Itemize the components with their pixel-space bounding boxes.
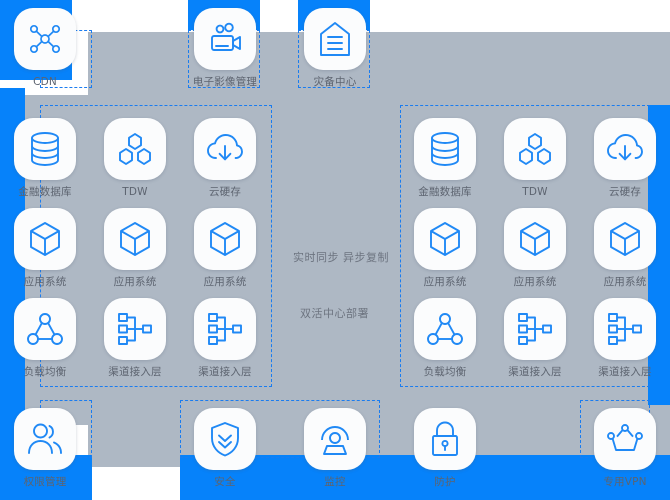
node-label: 应用系统 — [23, 276, 67, 288]
node-lock-icon[interactable]: 防护 — [414, 408, 476, 489]
node-crown-vpn-icon[interactable]: 专用VPN — [594, 408, 656, 489]
lock-icon — [414, 408, 476, 470]
node-cloud-download-icon[interactable]: 云硬存 — [194, 118, 256, 199]
node-label: 负载均衡 — [423, 366, 467, 378]
node-shield-check-icon[interactable]: 安全 — [194, 408, 256, 489]
node-user-account-icon[interactable]: 权限管理 — [14, 408, 76, 489]
node-label: 监控 — [324, 476, 346, 488]
node-hexagon-cluster-icon[interactable]: TDW — [504, 118, 566, 199]
node-label: 应用系统 — [513, 276, 557, 288]
hexagon-cluster-icon — [104, 118, 166, 180]
node-monitor-camera-icon[interactable]: 监控 — [304, 408, 366, 489]
load-balancer-icon — [414, 298, 476, 360]
cube-icon — [194, 208, 256, 270]
node-datacenter-building-icon[interactable]: 灾备中心 — [304, 8, 366, 89]
node-hexagon-cluster-icon[interactable]: TDW — [104, 118, 166, 199]
node-label: 渠道接入层 — [508, 366, 562, 378]
node-load-balancer-icon[interactable]: 负载均衡 — [414, 298, 476, 379]
topology-tree-icon — [594, 298, 656, 360]
node-label: 应用系统 — [423, 276, 467, 288]
cube-icon — [504, 208, 566, 270]
node-label: 渠道接入层 — [598, 366, 652, 378]
monitor-camera-icon — [304, 408, 366, 470]
node-cube-icon[interactable]: 应用系统 — [414, 208, 476, 289]
node-topology-tree-icon[interactable]: 渠道接入层 — [504, 298, 566, 379]
centre-note-1: 双活中心部署 — [300, 307, 369, 320]
crown-vpn-icon — [594, 408, 656, 470]
background-panel — [88, 32, 670, 467]
node-label: 金融数据库 — [18, 186, 72, 198]
node-cube-icon[interactable]: 应用系统 — [194, 208, 256, 289]
node-cube-icon[interactable]: 应用系统 — [504, 208, 566, 289]
user-account-icon — [14, 408, 76, 470]
node-cube-icon[interactable]: 应用系统 — [104, 208, 166, 289]
node-topology-tree-icon[interactable]: 渠道接入层 — [104, 298, 166, 379]
node-cloud-download-icon[interactable]: 云硬存 — [594, 118, 656, 199]
node-label: 权限管理 — [23, 476, 67, 488]
node-label: 云硬存 — [608, 186, 642, 198]
node-database-icon[interactable]: 金融数据库 — [14, 118, 76, 199]
node-label: 应用系统 — [603, 276, 647, 288]
cdn-network-icon — [14, 8, 76, 70]
node-video-camera-icon[interactable]: 电子影像管理 — [192, 8, 258, 89]
datacenter-building-icon — [304, 8, 366, 70]
database-icon — [14, 118, 76, 180]
node-label: 电子影像管理 — [192, 76, 258, 88]
topology-tree-icon — [194, 298, 256, 360]
node-label: 专用VPN — [603, 476, 647, 488]
node-label: 应用系统 — [203, 276, 247, 288]
cloud-download-icon — [594, 118, 656, 180]
node-label: 云硬存 — [208, 186, 242, 198]
node-label: 渠道接入层 — [108, 366, 162, 378]
node-label: TDW — [122, 186, 148, 198]
load-balancer-icon — [14, 298, 76, 360]
node-label: TDW — [522, 186, 548, 198]
cube-icon — [14, 208, 76, 270]
node-topology-tree-icon[interactable]: 渠道接入层 — [594, 298, 656, 379]
hexagon-cluster-icon — [504, 118, 566, 180]
node-topology-tree-icon[interactable]: 渠道接入层 — [194, 298, 256, 379]
node-cdn-network-icon[interactable]: CDN — [14, 8, 76, 89]
node-cube-icon[interactable]: 应用系统 — [594, 208, 656, 289]
shield-check-icon — [194, 408, 256, 470]
node-label: 灾备中心 — [313, 76, 357, 88]
cube-icon — [104, 208, 166, 270]
group-box-security — [180, 400, 380, 458]
database-icon — [414, 118, 476, 180]
cube-icon — [414, 208, 476, 270]
node-label: CDN — [33, 76, 57, 88]
centre-note-0: 实时同步 异步复制 — [293, 251, 389, 264]
node-cube-icon[interactable]: 应用系统 — [14, 208, 76, 289]
node-label: 应用系统 — [113, 276, 157, 288]
video-camera-icon — [194, 8, 256, 70]
node-label: 防护 — [434, 476, 456, 488]
cube-icon — [594, 208, 656, 270]
topology-tree-icon — [504, 298, 566, 360]
node-label: 负载均衡 — [23, 366, 67, 378]
topology-tree-icon — [104, 298, 166, 360]
node-database-icon[interactable]: 金融数据库 — [414, 118, 476, 199]
cloud-download-icon — [194, 118, 256, 180]
node-label: 金融数据库 — [418, 186, 472, 198]
node-load-balancer-icon[interactable]: 负载均衡 — [14, 298, 76, 379]
node-label: 安全 — [214, 476, 236, 488]
node-label: 渠道接入层 — [198, 366, 252, 378]
